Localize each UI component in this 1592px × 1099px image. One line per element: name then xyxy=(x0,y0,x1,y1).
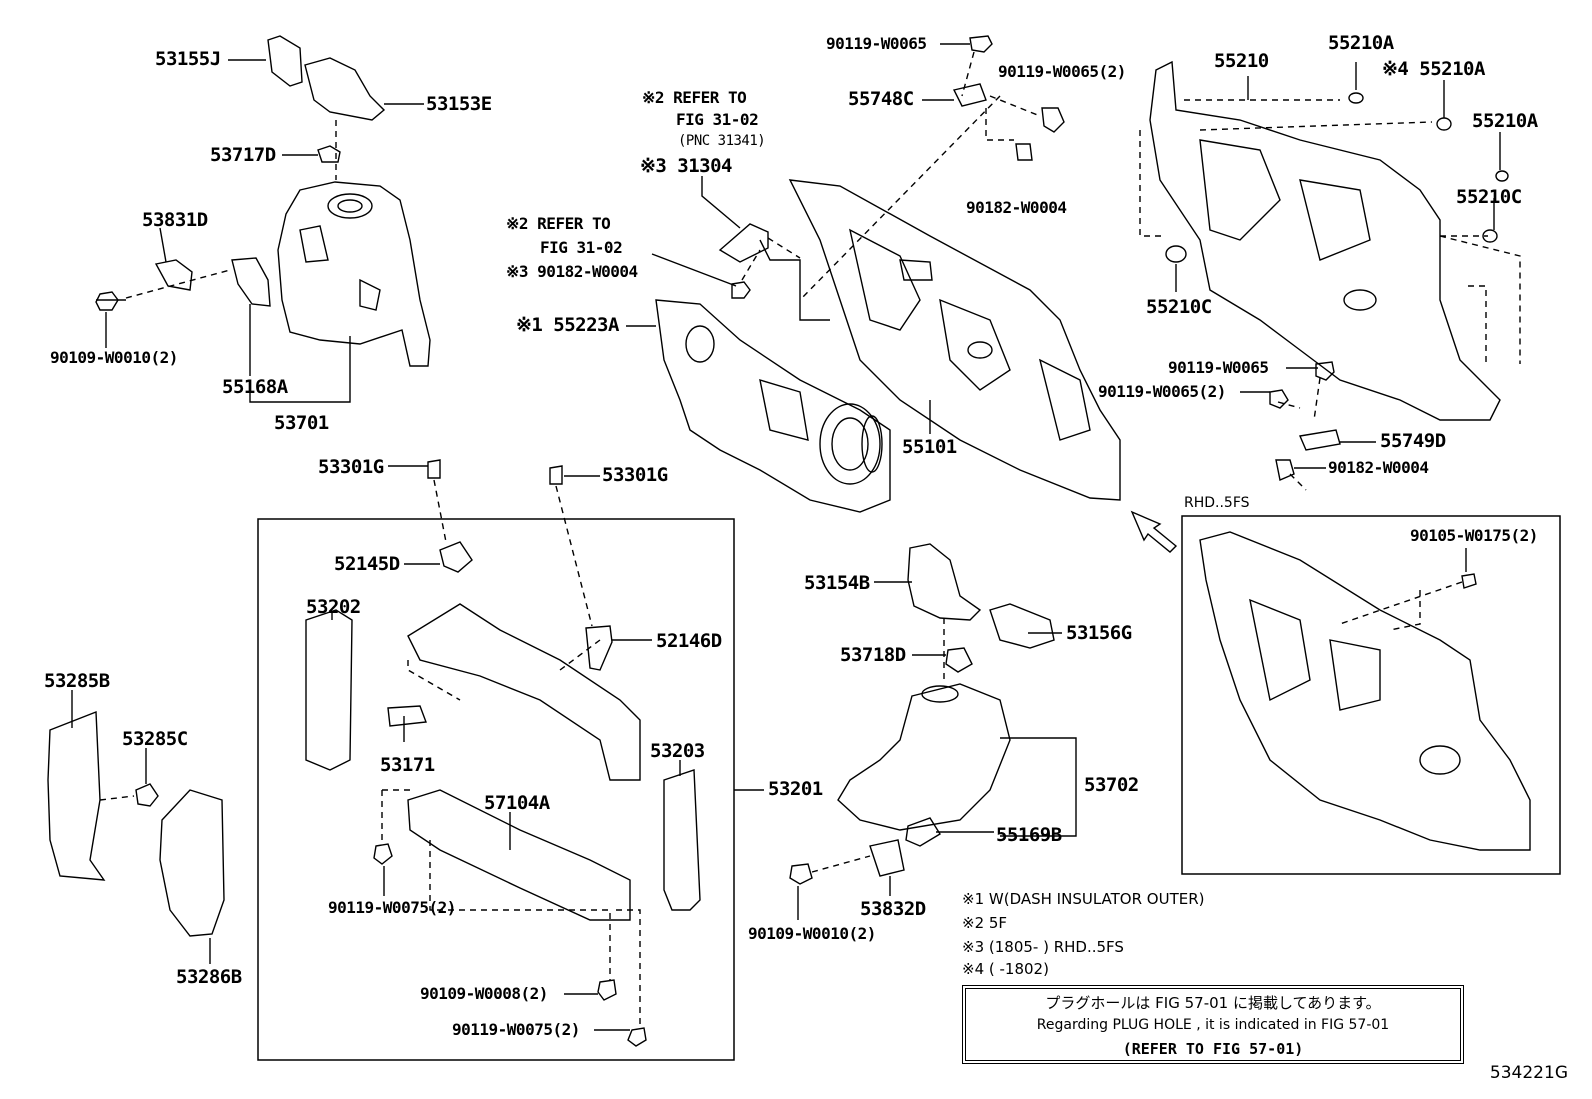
label-55168A: 55168A xyxy=(222,376,288,398)
leaders-right xyxy=(1175,62,1501,469)
bracket-31304-drawing xyxy=(718,223,769,299)
label-52146D: 52146D xyxy=(656,630,722,652)
notice-japanese: プラグホールは FIG 57-01 に掲載してあります。 xyxy=(1045,994,1381,1012)
dash-silencer-drawing xyxy=(1149,60,1501,421)
label-55749D: 55749D xyxy=(1380,430,1446,452)
label-53832D: 53832D xyxy=(860,898,926,920)
label-90119-W0075-left: 90119-W0075(2) xyxy=(328,898,456,917)
arrow-to-rhd-drawing xyxy=(1130,510,1178,553)
label-90105-W0175: 90105-W0175(2) xyxy=(1410,526,1538,545)
footnote-4: ※4 ( -1802) xyxy=(962,960,1049,978)
label-fig-31-02-a: FIG 31-02 xyxy=(676,110,759,129)
plug-hole-notice: プラグホールは FIG 57-01 に掲載してあります。 Regarding P… xyxy=(962,985,1464,1064)
label-53301G-right: 53301G xyxy=(602,464,668,486)
label-53153E: 53153E xyxy=(426,93,492,115)
label-90109-W0010-left: 90109-W0010(2) xyxy=(50,348,178,367)
label-31304: ※3 31304 xyxy=(640,155,733,177)
leaders-far-left xyxy=(71,690,211,964)
label-53155J: 53155J xyxy=(155,48,221,70)
shield-53285b-drawing xyxy=(47,710,225,937)
leader-dashes-right xyxy=(1139,99,1521,491)
label-53171: 53171 xyxy=(380,754,435,776)
label-53701: 53701 xyxy=(274,412,329,434)
label-53156G: 53156G xyxy=(1066,622,1132,644)
leader-dashes-rhd xyxy=(1339,581,1463,631)
label-refer-to-a: ※2 REFER TO xyxy=(642,88,747,107)
label-90182-W0004-top: 90182-W0004 xyxy=(966,198,1067,217)
label-55210A-1: 55210A xyxy=(1328,32,1394,54)
label-90119-W0065-top: 90119-W0065 xyxy=(826,34,927,53)
label-53702: 53702 xyxy=(1084,774,1139,796)
clip-55748c-drawing xyxy=(952,35,1065,161)
label-53202: 53202 xyxy=(306,596,361,618)
leaders-center xyxy=(626,43,970,434)
suspension-support-left-drawing xyxy=(95,35,431,367)
footnote-1: ※1 W(DASH INSULATOR OUTER) xyxy=(962,890,1205,908)
label-90119-W0065-right: 90119-W0065 xyxy=(1168,358,1269,377)
leader-dashes-left xyxy=(125,120,337,299)
label-53831D: 53831D xyxy=(142,209,208,231)
label-pnc-31341: (PNC 31341) xyxy=(678,133,766,149)
label-55210C-2: 55210C xyxy=(1146,296,1212,318)
rhd-panel-drawing xyxy=(1199,531,1531,851)
radiator-support-drawing xyxy=(305,459,701,1047)
label-53154B: 53154B xyxy=(804,572,870,594)
footnote-2: ※2 5F xyxy=(962,914,1008,932)
leaders-br xyxy=(797,581,1077,920)
label-90119-W0065-2-top: 90119-W0065(2) xyxy=(998,62,1126,81)
leader-dashes-center xyxy=(741,51,1041,301)
label-53286B: 53286B xyxy=(176,966,242,988)
footnote-3: ※3 (1805- ) RHD..5FS xyxy=(962,938,1124,956)
label-90182-W0004-right: 90182-W0004 xyxy=(1328,458,1429,477)
label-fig-31-02-b: FIG 31-02 xyxy=(540,238,623,257)
label-90119-W0075-bottom: 90119-W0075(2) xyxy=(452,1020,580,1039)
label-57104A: 57104A xyxy=(484,792,550,814)
suspension-support-right-drawing xyxy=(789,543,1055,885)
label-52145D: 52145D xyxy=(334,553,400,575)
label-refer-to-b: ※2 REFER TO xyxy=(506,214,611,233)
notice-refer: (REFER TO FIG 57-01) xyxy=(1122,1040,1304,1058)
label-90182-W0004-ref: ※3 90182-W0004 xyxy=(506,262,638,281)
label-53717D: 53717D xyxy=(210,144,276,166)
label-55210A-3: 55210A xyxy=(1472,110,1538,132)
label-55748C: 55748C xyxy=(848,88,914,110)
label-55210C-1: 55210C xyxy=(1456,186,1522,208)
figure-id: 534221G xyxy=(1489,1063,1568,1083)
leaders-box xyxy=(331,465,764,1031)
label-55210: 55210 xyxy=(1214,50,1269,72)
label-55101: 55101 xyxy=(902,436,957,458)
label-53285B: 53285B xyxy=(44,670,110,692)
label-53718D: 53718D xyxy=(840,644,906,666)
dash-panel-drawing xyxy=(759,179,1121,501)
label-53285C: 53285C xyxy=(122,728,188,750)
label-90119-W0065-2-right: 90119-W0065(2) xyxy=(1098,382,1226,401)
label-53301G-left: 53301G xyxy=(318,456,384,478)
label-53201: 53201 xyxy=(768,778,823,800)
label-55223A: ※1 55223A xyxy=(516,314,619,336)
dash-insulator-drawing xyxy=(655,299,891,513)
clips-55210-drawing xyxy=(1165,92,1509,481)
leader-dashes-box xyxy=(381,479,641,1026)
label-90109-W0010-right: 90109-W0010(2) xyxy=(748,924,876,943)
notice-english: Regarding PLUG HOLE , it is indicated in… xyxy=(1036,1017,1390,1033)
rhd-frame xyxy=(1181,515,1561,875)
label-55169B: 55169B xyxy=(996,824,1062,846)
label-90109-W0008: 90109-W0008(2) xyxy=(420,984,548,1003)
label-53203: 53203 xyxy=(650,740,705,762)
label-55210A-2: ※4 55210A xyxy=(1382,58,1485,80)
label-rhd-5fs: RHD..5FS xyxy=(1184,495,1250,511)
leaders-left xyxy=(105,59,424,403)
